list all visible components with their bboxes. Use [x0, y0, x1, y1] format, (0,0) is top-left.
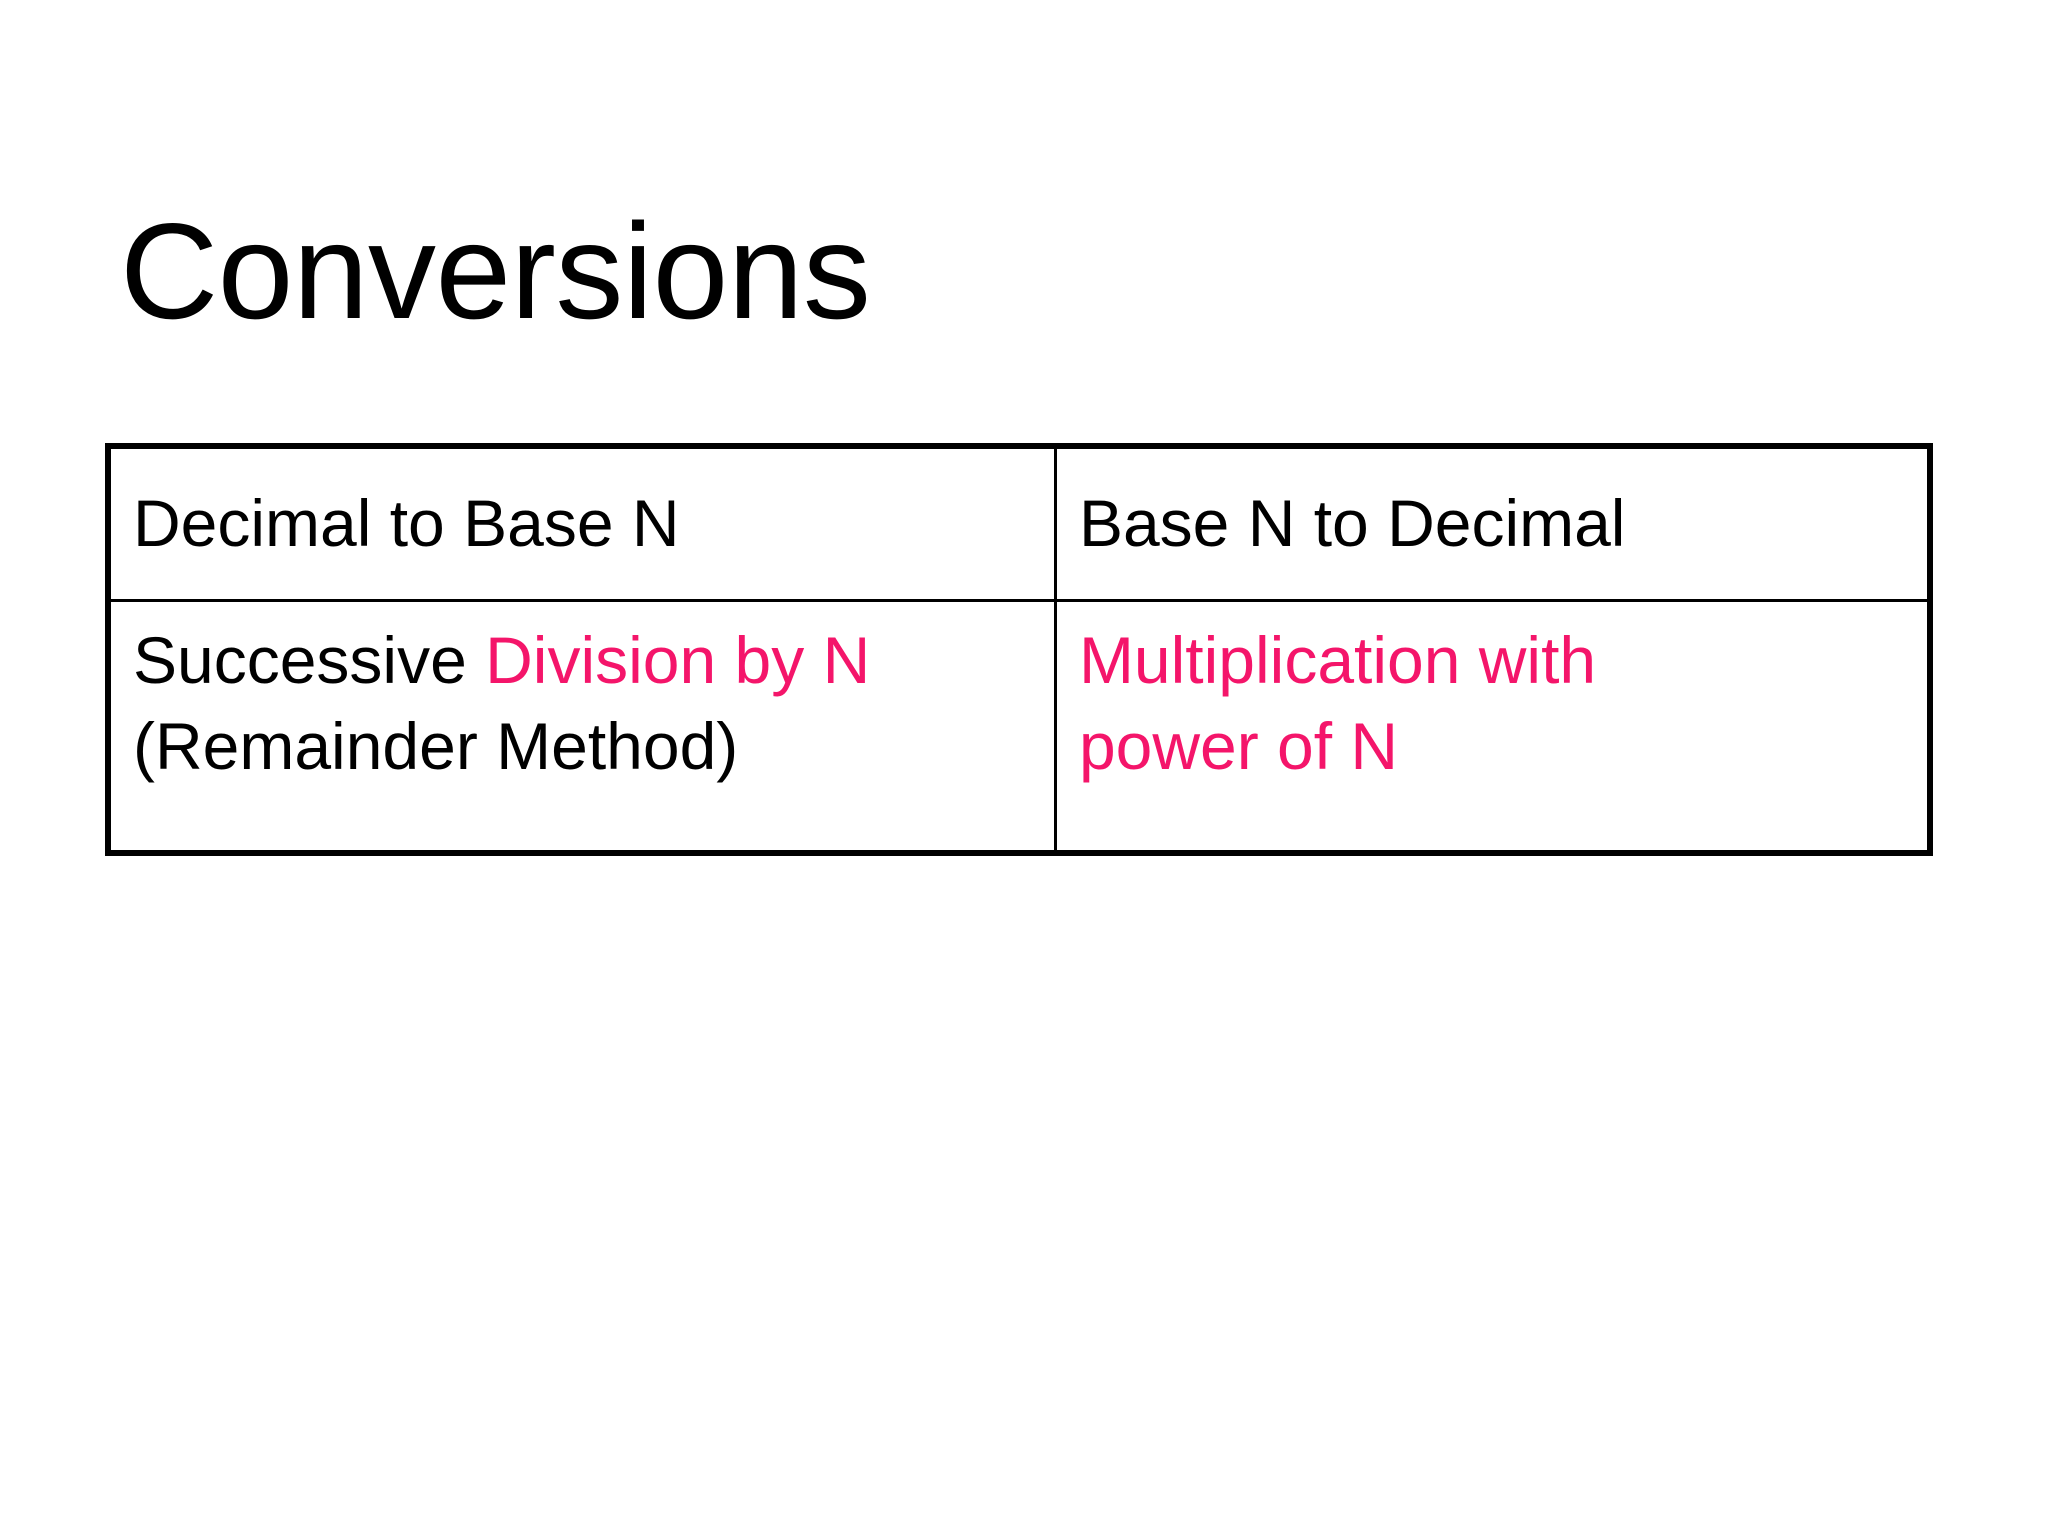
method-successive-text: Successive — [133, 623, 486, 697]
table-cell-decimal-to-base-n-method: Successive Division by N (Remainder Meth… — [106, 599, 1057, 855]
header-label-decimal-to-base-n: Decimal to Base N — [133, 486, 680, 561]
method-power-of-n-text: power of N — [1078, 708, 1399, 783]
table-cell-base-n-to-decimal-method: Multiplication with power of N — [1053, 599, 1932, 855]
method-division-by-n-text: Division by N — [485, 623, 871, 697]
page-title: Conversions — [120, 195, 871, 348]
table-row: Successive Division by N (Remainder Meth… — [106, 599, 1932, 855]
table-header-cell-decimal-to-base-n: Decimal to Base N — [106, 444, 1057, 602]
table-header-row: Decimal to Base N Base N to Decimal — [106, 444, 1932, 602]
conversions-table: Decimal to Base N Base N to Decimal Succ… — [105, 443, 1933, 856]
table-header-cell-base-n-to-decimal: Base N to Decimal — [1053, 444, 1932, 602]
conversions-table-container: Decimal to Base N Base N to Decimal Succ… — [105, 443, 1933, 856]
method-multiplication-with-text: Multiplication with — [1078, 623, 1597, 697]
method-line-1: Successive Division by N — [133, 618, 1054, 704]
header-label-base-n-to-decimal: Base N to Decimal — [1078, 486, 1626, 561]
method-remainder-method-text: (Remainder Method) — [133, 708, 739, 783]
